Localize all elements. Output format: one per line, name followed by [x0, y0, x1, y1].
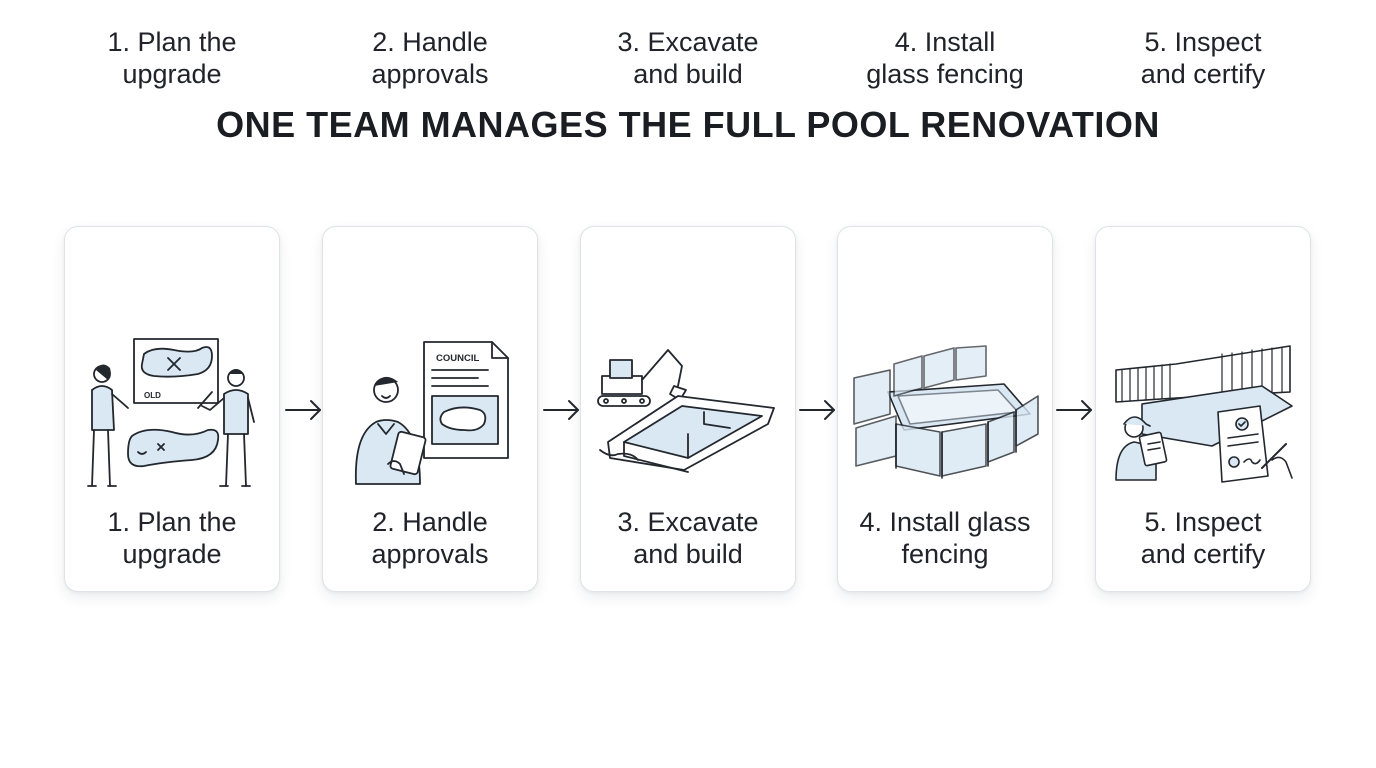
- old-label: OLD: [144, 391, 161, 400]
- diagram-title: ONE TEAM MANAGES THE FULL POOL RENOVATIO…: [216, 104, 1160, 145]
- approvals-icon: COUNCIL: [354, 341, 509, 485]
- step-5-top-label: 5. Inspect and certify: [1140, 27, 1266, 89]
- step-4-top-label: 4. Install glass fencing: [866, 27, 1024, 89]
- step-4-bottom-label: 4. Install glass fencing: [859, 507, 1031, 569]
- planning-icon: OLD: [87, 338, 255, 487]
- arrow-right-icon: [543, 400, 579, 420]
- arrow-right-icon: [1056, 400, 1092, 420]
- excavator-icon: [597, 349, 775, 473]
- arrow-right-icon: [799, 400, 835, 420]
- glass-fence-icon: [853, 345, 1039, 479]
- step-2-bottom-label: 2. Handle approvals: [371, 507, 489, 569]
- step-5-bottom-label: 5. Inspect and certify: [1140, 507, 1266, 569]
- step-3-bottom-label: 3. Excavate and build: [617, 507, 759, 569]
- step-3-top-label: 3. Excavate and build: [617, 27, 759, 89]
- step-1-top-label: 1. Plan the upgrade: [107, 27, 237, 89]
- step-2-top-label: 2. Handle approvals: [371, 27, 489, 89]
- arrow-right-icon: [285, 400, 321, 420]
- step-1-bottom-label: 1. Plan the upgrade: [107, 507, 237, 569]
- council-label: COUNCIL: [436, 353, 479, 364]
- inspection-icon: [1115, 345, 1293, 483]
